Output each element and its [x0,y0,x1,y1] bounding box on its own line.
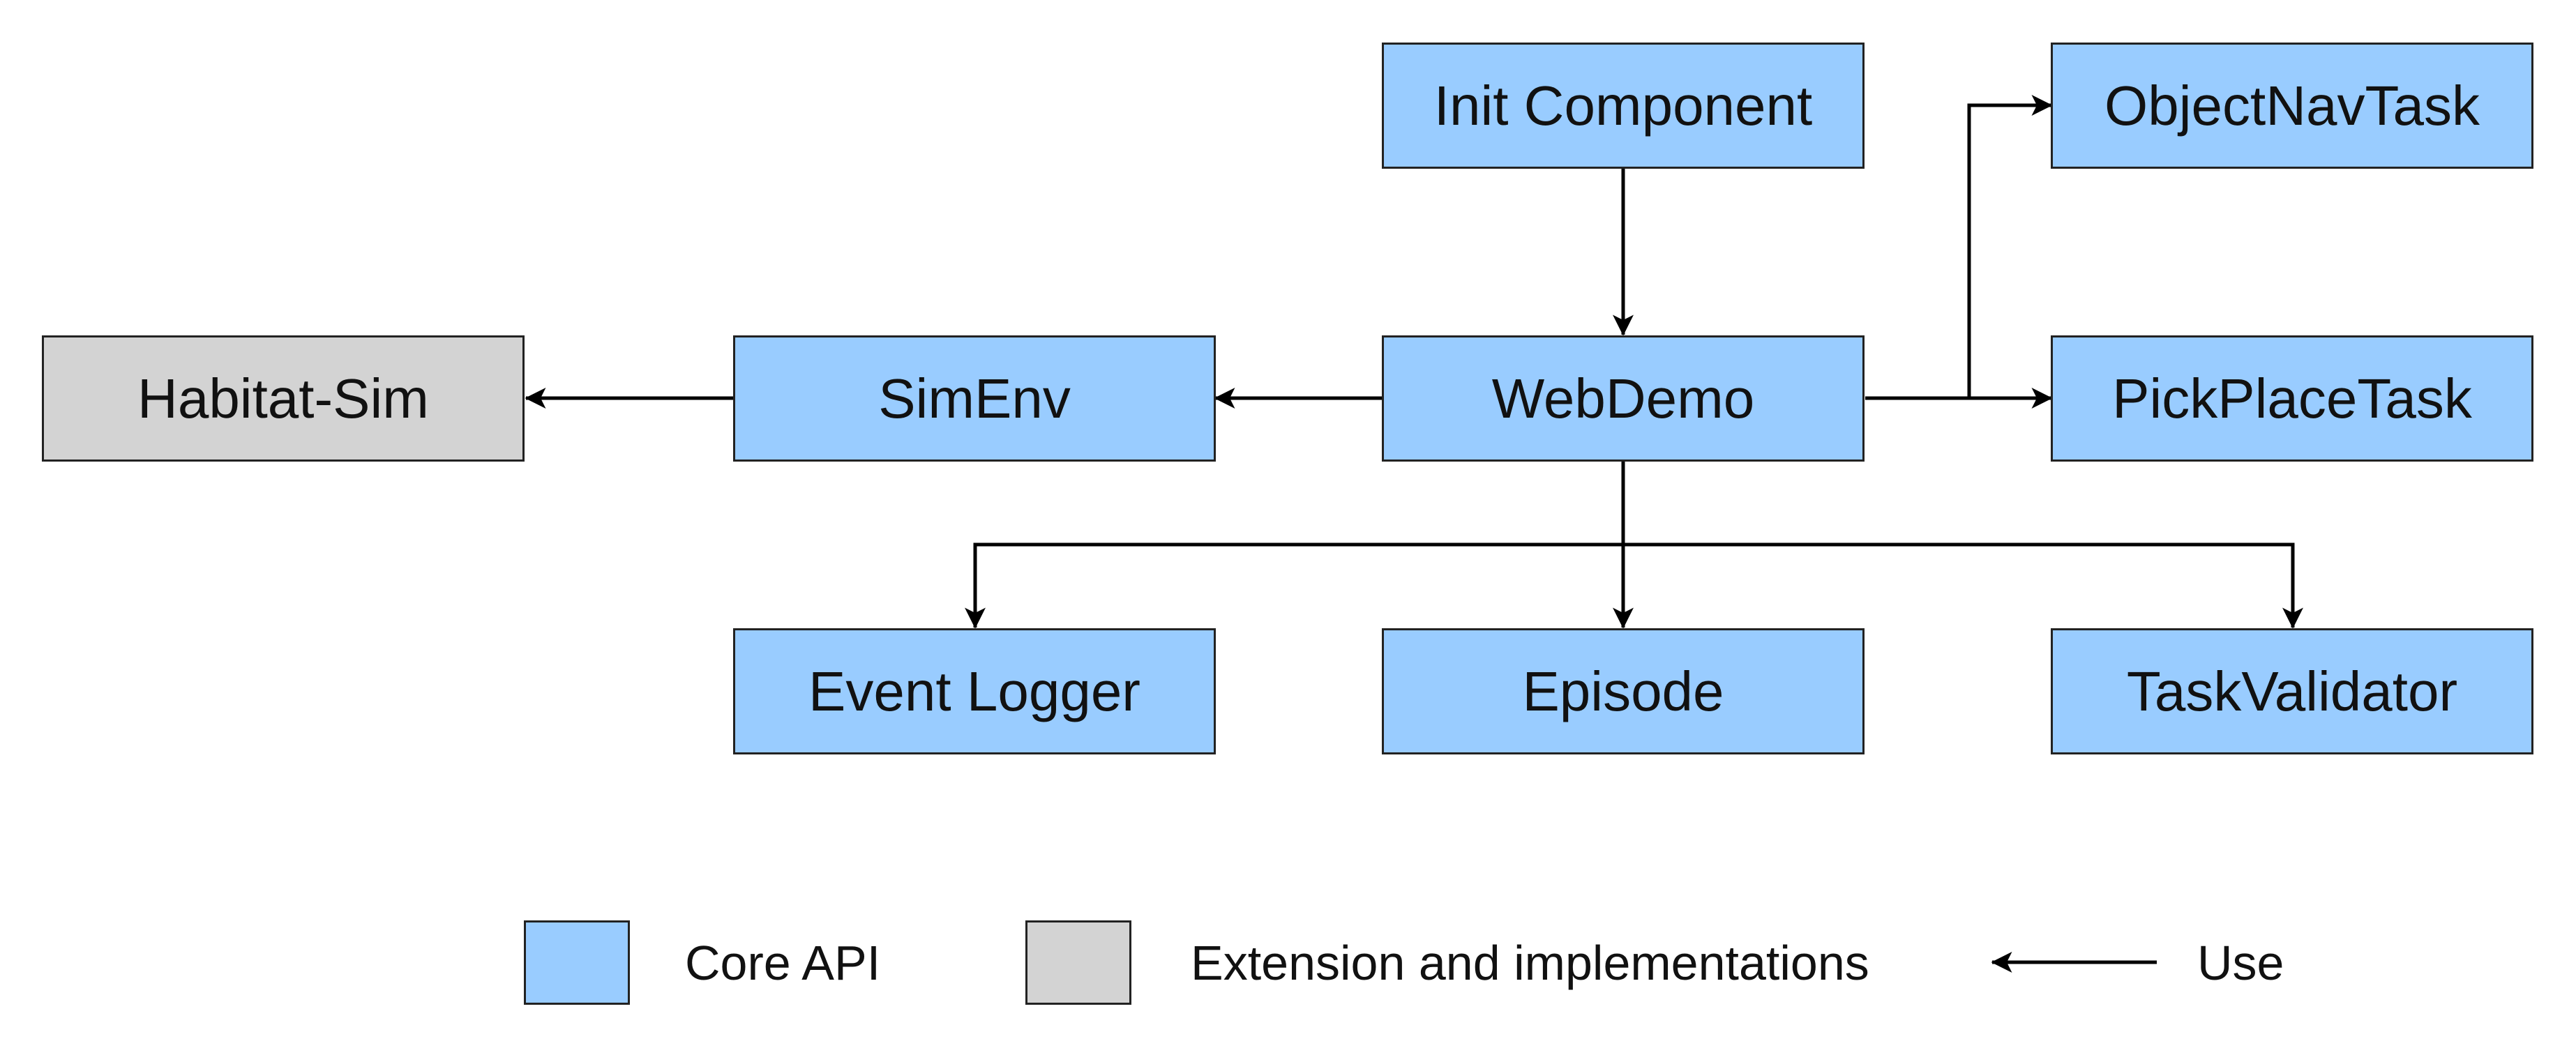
edge-webdemo-to-eventlogger [965,461,1625,629]
legend-use-label: Use [2197,936,2284,990]
node-event-logger: Event Logger [733,628,1216,754]
node-habitat-sim: Habitat-Sim [42,335,525,462]
node-label: TaskValidator [2126,660,2458,722]
node-episode: Episode [1382,628,1865,754]
edge-webdemo-to-objectnav [1865,95,2053,400]
node-label: WebDemo [1491,367,1755,430]
edge-webdemo-to-taskvalidator [1623,542,2303,629]
legend-extension-swatch [1025,920,1131,1005]
node-label: Init Component [1433,74,1813,137]
node-init-component: Init Component [1382,43,1865,169]
legend-extension-label: Extension and implementations [1191,936,1869,990]
node-objectnavtask: ObjectNavTask [2051,43,2533,169]
node-simenv: SimEnv [733,335,1216,462]
node-label: ObjectNavTask [2104,74,2480,137]
node-taskvalidator: TaskValidator [2051,628,2533,754]
legend-core-swatch [524,920,630,1005]
node-pickplacetask: PickPlaceTask [2051,335,2533,462]
node-label: Episode [1522,660,1724,722]
node-label: Event Logger [808,660,1140,722]
legend-core-label: Core API [685,936,881,990]
node-label: PickPlaceTask [2112,367,2472,430]
node-label: SimEnv [878,367,1071,430]
node-label: Habitat-Sim [137,367,429,430]
node-webdemo: WebDemo [1382,335,1865,462]
